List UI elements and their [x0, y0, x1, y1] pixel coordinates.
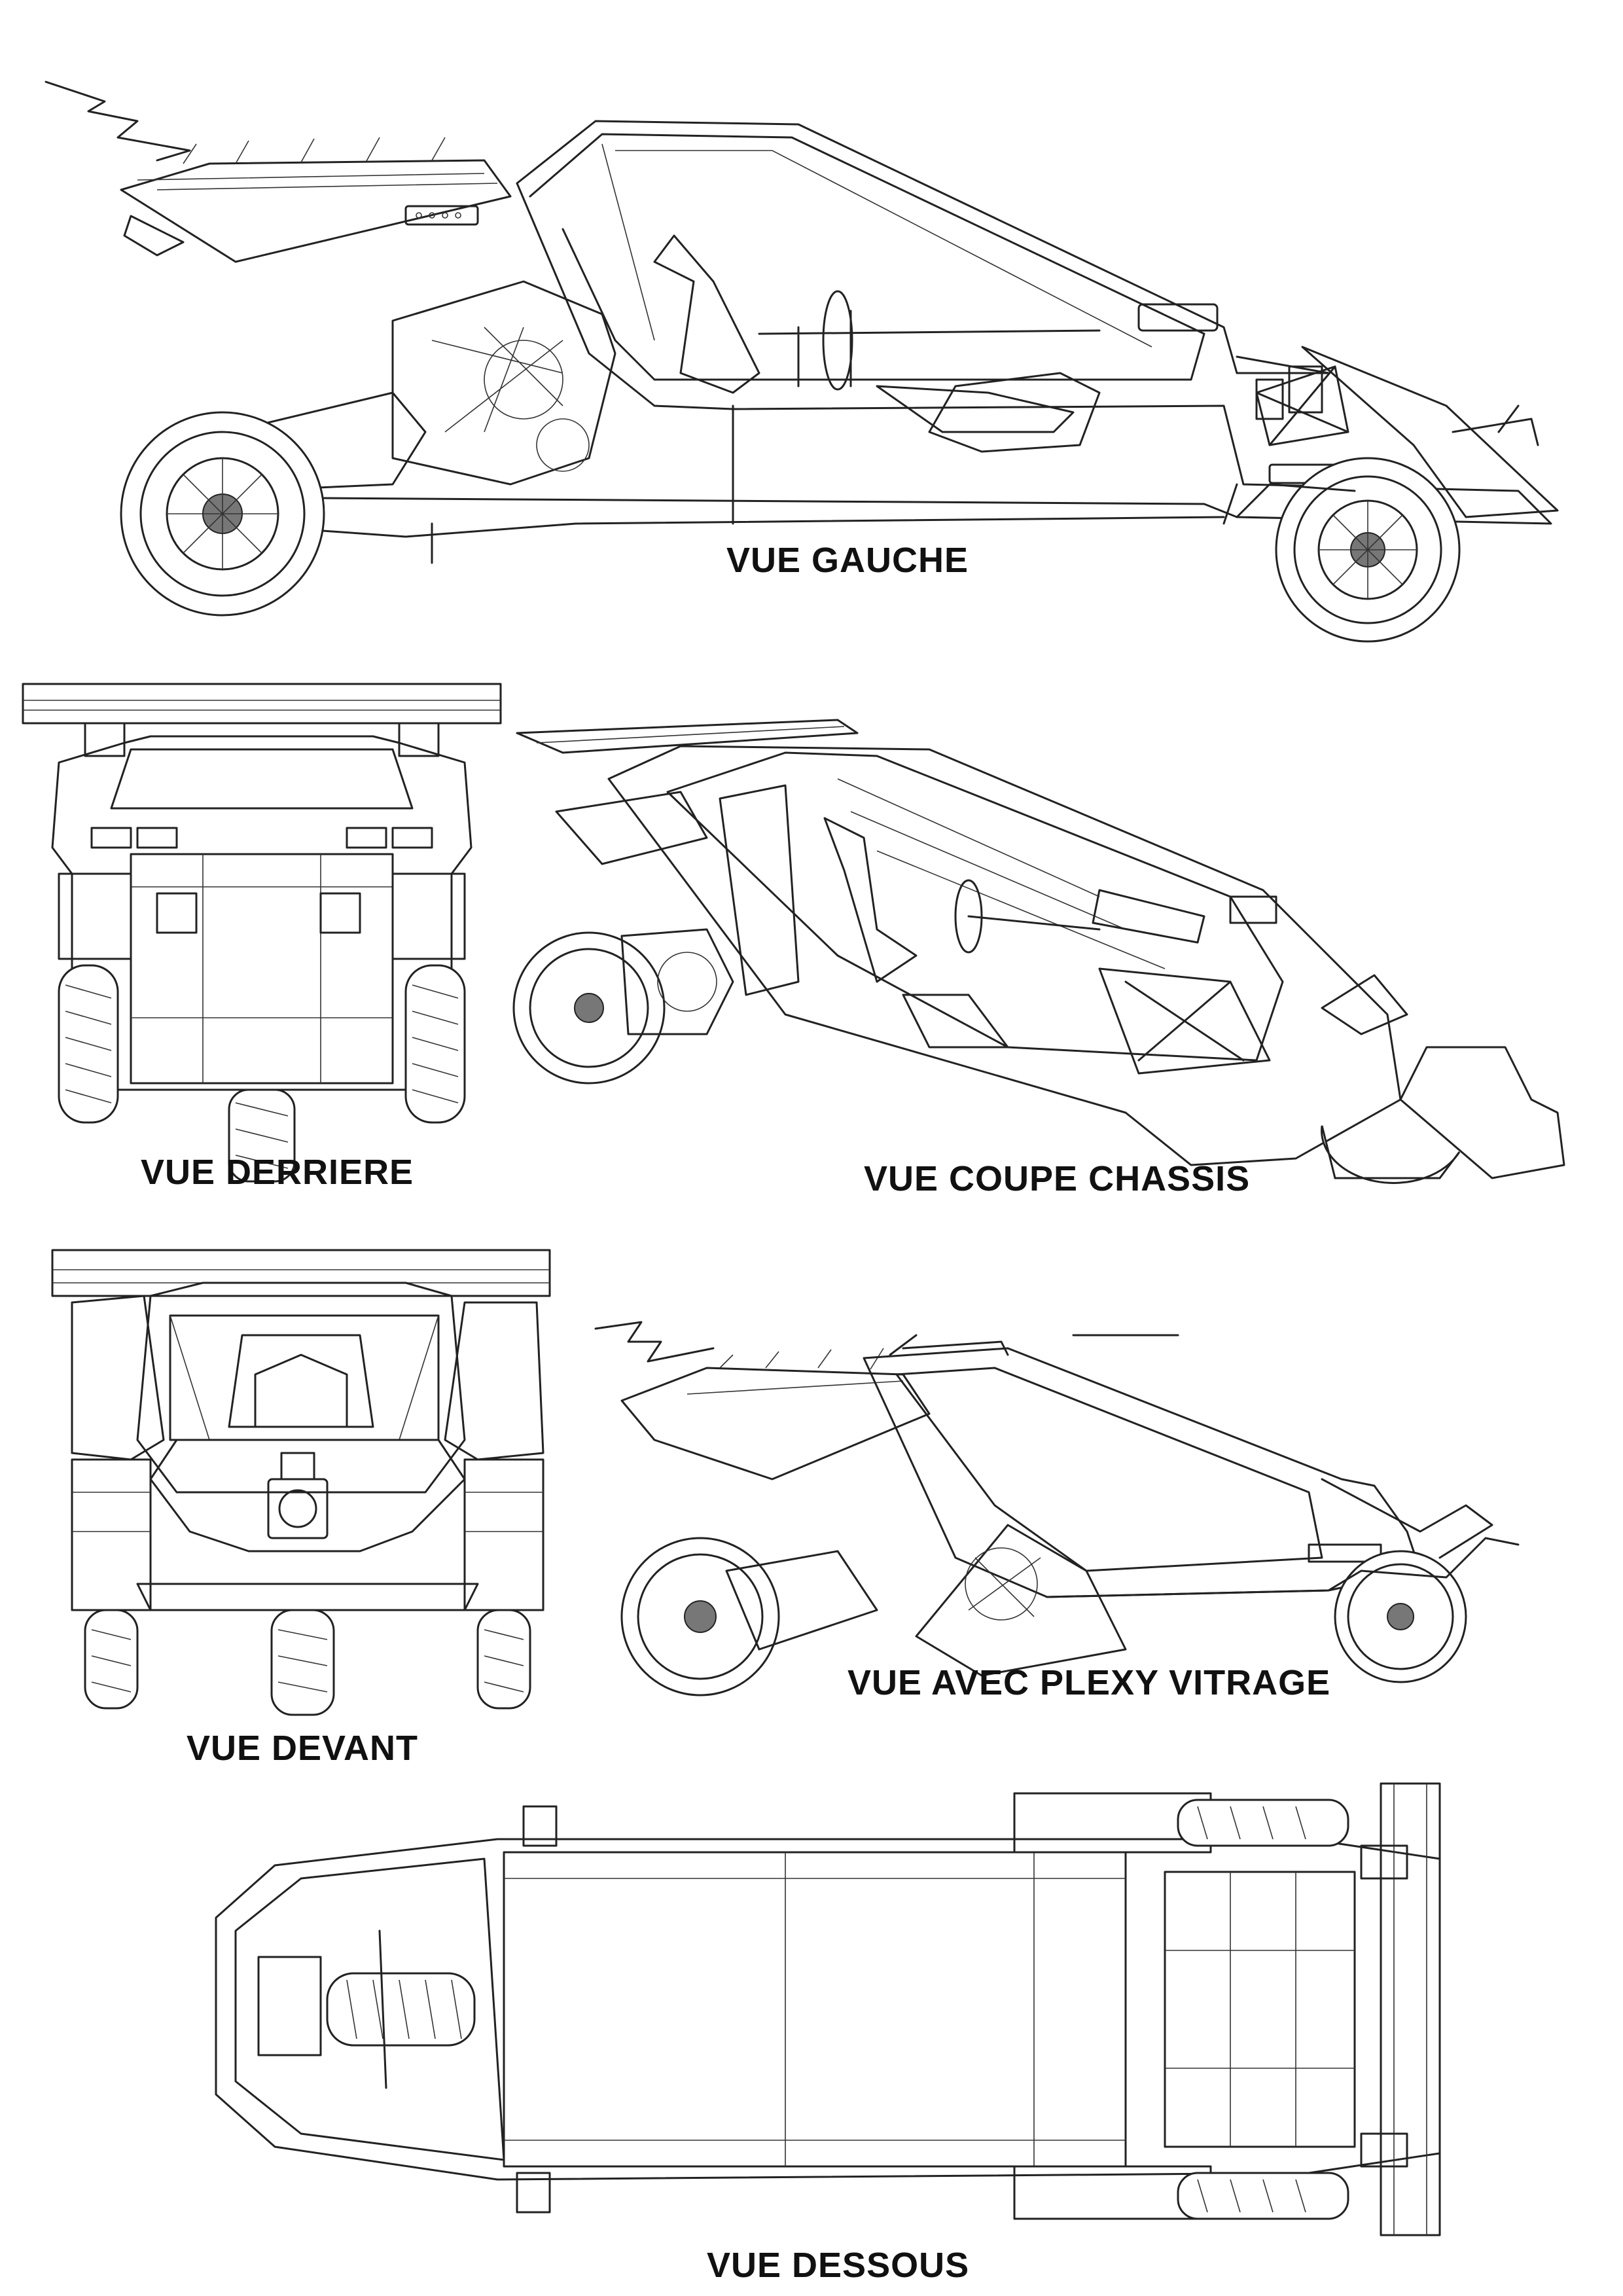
bottom-view-top-wheel [1177, 1799, 1349, 1847]
rear-view-left-wheel [58, 964, 119, 1124]
bottom-view-bottom-wheel [1177, 2172, 1349, 2220]
front-wheel-left-view [1275, 457, 1461, 643]
rear-wheel-left-view [120, 411, 325, 617]
left-view-drawing [45, 81, 1559, 643]
left-view-label: VUE GAUCHE [726, 541, 969, 580]
chassis-cut-rear-wheel [512, 931, 666, 1085]
bottom-view-drawing [215, 1782, 1441, 2236]
front-view-left-wheel [84, 1609, 139, 1710]
glazing-view-label: VUE AVEC PLEXY VITRAGE [847, 1663, 1331, 1702]
bottom-view-center-wheel [326, 1972, 476, 2047]
front-view-center-wheel [270, 1609, 335, 1716]
rear-view-center-wheel [228, 1088, 296, 1183]
glazing-view: VUE AVEC PLEXY VITRAGE [589, 1309, 1610, 1754]
chassis-cut-label: VUE COUPE CHASSIS [864, 1159, 1251, 1198]
front-view-label: VUE DEVANT [187, 1729, 419, 1768]
front-view-drawing [51, 1249, 551, 1716]
front-view: VUE DEVANT [46, 1244, 569, 1780]
glazing-view-drawing [594, 1321, 1520, 1696]
bottom-view-label: VUE DESSOUS [707, 2246, 970, 2285]
glazing-front-wheel [1334, 1550, 1467, 1683]
left-view: VUE GAUCHE [26, 65, 1610, 643]
chassis-cut-drawing [512, 719, 1565, 1184]
front-view-right-wheel [476, 1609, 531, 1710]
chassis-cut-view: VUE COUPE CHASSIS [510, 707, 1610, 1217]
rear-view-drawing [22, 683, 502, 1183]
rear-view: VUE DERRIERE [20, 677, 517, 1214]
rear-view-label: VUE DERRIERE [141, 1153, 414, 1192]
rear-view-right-wheel [404, 964, 466, 1124]
glazing-rear-wheel [620, 1537, 780, 1696]
bottom-view: VUE DESSOUS [196, 1780, 1505, 2291]
chassis-cut-front-wheel [1321, 1125, 1461, 1184]
